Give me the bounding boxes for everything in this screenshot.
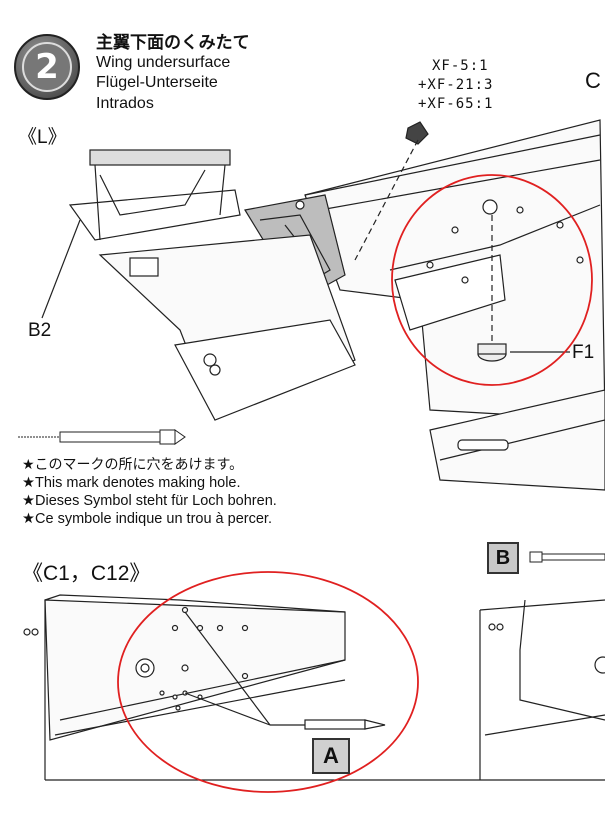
drill-icon-b	[529, 551, 605, 563]
step-number: 2	[22, 42, 72, 92]
label-left-wing: 《L》	[18, 127, 67, 148]
label-f1: F1	[572, 342, 595, 363]
hole-note-en: ★This mark denotes making hole.	[22, 475, 241, 491]
wing-upper-drawing	[41, 119, 605, 491]
title-en: Wing undersurface	[96, 54, 231, 71]
label-c: C	[585, 68, 601, 93]
highlight-circle-lower	[117, 571, 419, 793]
highlight-circle-upper	[391, 174, 593, 386]
drill-icon	[18, 429, 186, 445]
paint-line-2: +XF-21:3	[418, 77, 494, 93]
title-fr: Intrados	[96, 95, 154, 112]
section-label: 《C1，C12》	[22, 562, 151, 585]
hole-note-fr: ★Ce symbole indique un trou à percer.	[22, 511, 272, 527]
label-b2: B2	[28, 320, 52, 341]
hole-note-jp: ★このマークの所に穴をあけます。	[22, 457, 244, 473]
box-label-b: B	[487, 542, 519, 574]
box-label-a: A	[312, 738, 350, 774]
title-jp: 主翼下面のくみたて	[96, 33, 250, 53]
wing-part-drawing	[23, 594, 605, 781]
step-badge: 2	[14, 34, 80, 100]
paint-line-3: +XF-65:1	[418, 96, 494, 112]
title-de: Flügel-Unterseite	[96, 74, 218, 91]
hole-note-de: ★Dieses Symbol steht für Loch bohren.	[22, 493, 277, 509]
paint-line-1: XF-5:1	[432, 58, 489, 74]
